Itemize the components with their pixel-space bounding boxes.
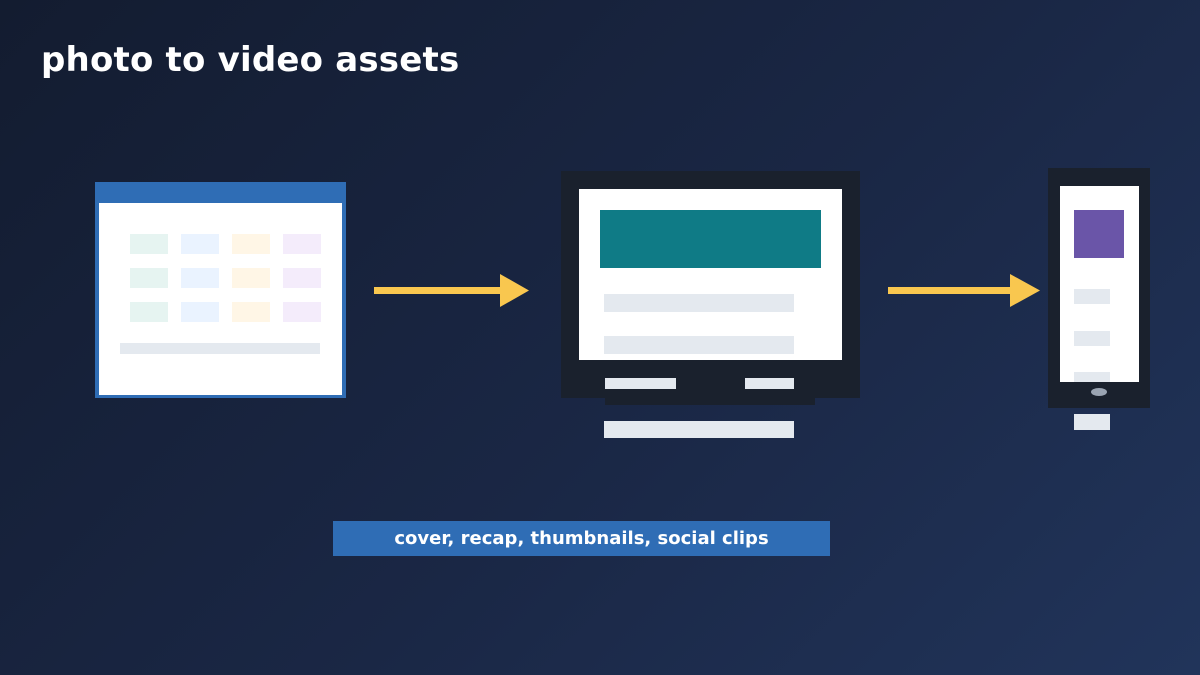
flow-arrow-1 <box>374 274 529 307</box>
mobile-line <box>1074 414 1110 430</box>
window-footer-bar <box>120 343 320 354</box>
photo-library-window-icon <box>95 182 346 398</box>
content-line <box>604 336 794 354</box>
mobile-line <box>1074 372 1110 382</box>
photo-tile <box>283 302 321 322</box>
photo-tile <box>232 302 270 322</box>
photo-tile <box>232 268 270 288</box>
caption-bar: cover, recap, thumbnails, social clips <box>333 521 830 556</box>
smartphone-icon <box>1048 168 1150 430</box>
desktop-monitor-icon <box>561 171 860 438</box>
monitor-stand <box>605 396 815 405</box>
photo-tile <box>181 302 219 322</box>
arrow-head <box>1010 274 1040 307</box>
photo-tile <box>130 302 168 322</box>
mobile-thumbnail <box>1074 210 1124 258</box>
arrow-head <box>500 274 529 307</box>
monitor-base-bar <box>604 421 794 438</box>
content-line <box>604 294 794 312</box>
photo-tile <box>181 268 219 288</box>
monitor-control-bar <box>745 378 794 389</box>
mobile-line <box>1074 331 1110 346</box>
arrow-shaft <box>888 287 1014 294</box>
photo-tile <box>283 268 321 288</box>
photo-grid <box>130 234 321 322</box>
home-button <box>1091 388 1107 396</box>
arrow-shaft <box>374 287 504 294</box>
caption-text: cover, recap, thumbnails, social clips <box>394 528 769 549</box>
mobile-line <box>1074 289 1110 304</box>
page-title: photo to video assets <box>41 40 460 80</box>
photo-tile <box>181 234 219 254</box>
hero-banner <box>600 210 821 268</box>
photo-tile <box>283 234 321 254</box>
photo-tile <box>130 234 168 254</box>
photo-tile <box>232 234 270 254</box>
photo-tile <box>130 268 168 288</box>
window-header <box>95 182 346 201</box>
flow-arrow-2 <box>888 274 1040 307</box>
monitor-control-bar <box>605 378 676 389</box>
window-canvas <box>99 203 342 395</box>
